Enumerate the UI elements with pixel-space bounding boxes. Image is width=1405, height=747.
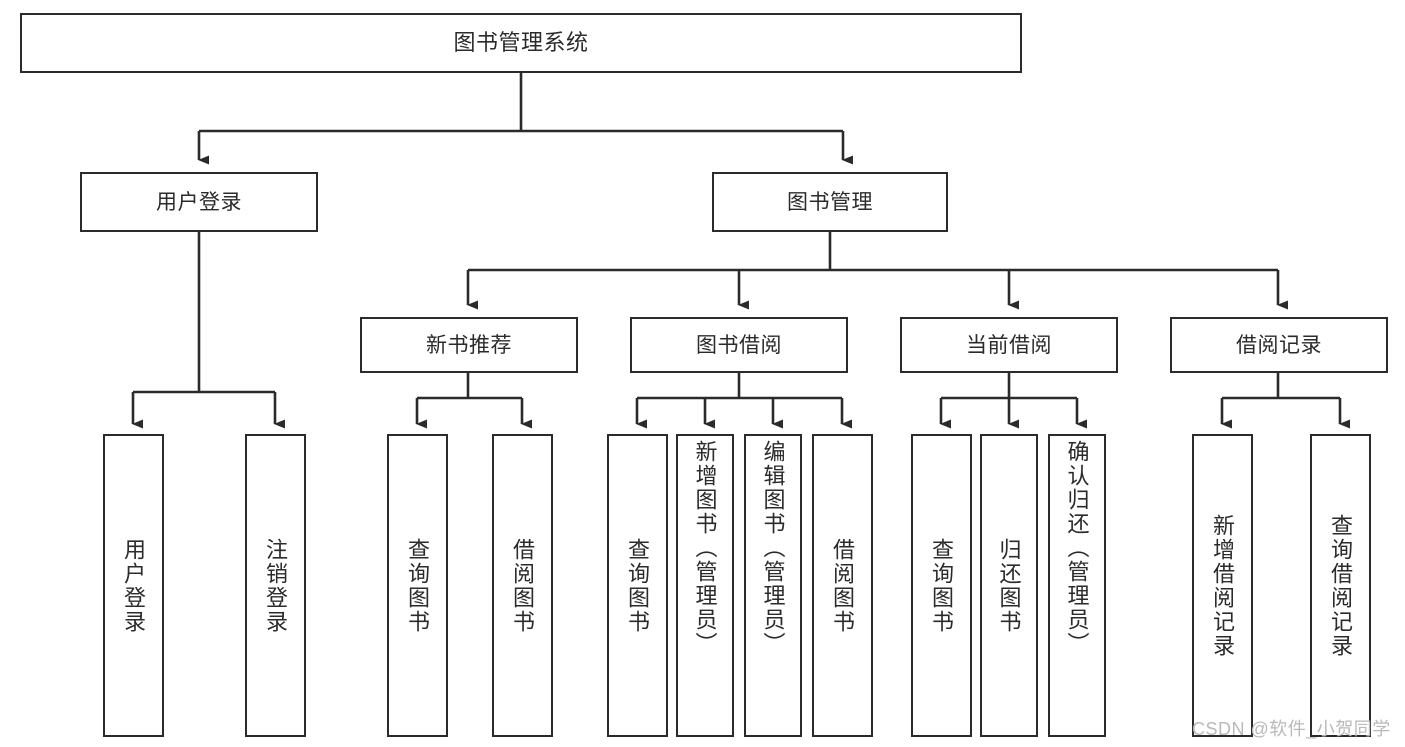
- leaf-borrow-record-add-record[interactable]: 新增借阅记录: [1192, 434, 1253, 737]
- node-borrowing-records[interactable]: 借阅记录: [1170, 317, 1388, 373]
- leaf-current-borrow-return-book[interactable]: 归还图书: [980, 434, 1038, 737]
- leaf-new-book-borrow-book[interactable]: 借阅图书: [492, 434, 553, 737]
- leaf-book-borrow-borrow-book[interactable]: 借阅图书: [812, 434, 873, 737]
- node-label: 新增借阅记录: [1210, 513, 1236, 658]
- node-label: 借阅图书: [830, 537, 856, 634]
- node-new-book-recommendation[interactable]: 新书推荐: [360, 317, 578, 373]
- node-label: 查询图书: [405, 537, 431, 634]
- leaf-book-borrow-edit-book-admin[interactable]: 编辑图书（管理员）: [744, 434, 802, 737]
- node-label: 借阅记录: [1236, 333, 1322, 357]
- node-user-login[interactable]: 用户登录: [80, 172, 318, 232]
- leaf-book-borrow-add-book-admin[interactable]: 新增图书（管理员）: [676, 434, 734, 737]
- leaf-current-borrow-confirm-return-admin[interactable]: 确认归还（管理员）: [1048, 434, 1106, 737]
- node-label: 图书管理系统: [453, 30, 589, 55]
- node-label: 新增图书（管理员）: [692, 440, 718, 656]
- node-current-borrowing[interactable]: 当前借阅: [900, 317, 1118, 373]
- node-label: 注销登录: [263, 537, 289, 634]
- node-book-borrowing[interactable]: 图书借阅: [630, 317, 848, 373]
- node-label: 用户登录: [121, 537, 147, 634]
- node-label: 借阅图书: [510, 537, 536, 634]
- node-label: 确认归还（管理员）: [1064, 440, 1090, 656]
- leaf-user-login-logout[interactable]: 注销登录: [245, 434, 306, 737]
- node-label: 查询图书: [625, 537, 651, 634]
- node-label: 用户登录: [156, 190, 242, 214]
- leaf-current-borrow-query-book[interactable]: 查询图书: [911, 434, 972, 737]
- leaf-book-borrow-query-book[interactable]: 查询图书: [607, 434, 668, 737]
- node-label: 归还图书: [996, 537, 1022, 634]
- node-label: 图书管理: [787, 190, 873, 214]
- leaf-new-book-query-book[interactable]: 查询图书: [387, 434, 448, 737]
- node-label: 当前借阅: [966, 333, 1052, 357]
- node-label: 查询图书: [929, 537, 955, 634]
- node-book-management[interactable]: 图书管理: [712, 172, 948, 232]
- node-root-book-management-system[interactable]: 图书管理系统: [20, 13, 1022, 73]
- node-label: 查询借阅记录: [1328, 513, 1354, 658]
- node-label: 编辑图书（管理员）: [760, 440, 786, 656]
- leaf-user-login-login[interactable]: 用户登录: [103, 434, 164, 737]
- node-label: 图书借阅: [696, 333, 782, 357]
- node-label: 新书推荐: [426, 333, 512, 357]
- leaf-borrow-record-query-record[interactable]: 查询借阅记录: [1310, 434, 1371, 737]
- csdn-watermark: CSDN @软件_小贺同学: [1192, 719, 1391, 739]
